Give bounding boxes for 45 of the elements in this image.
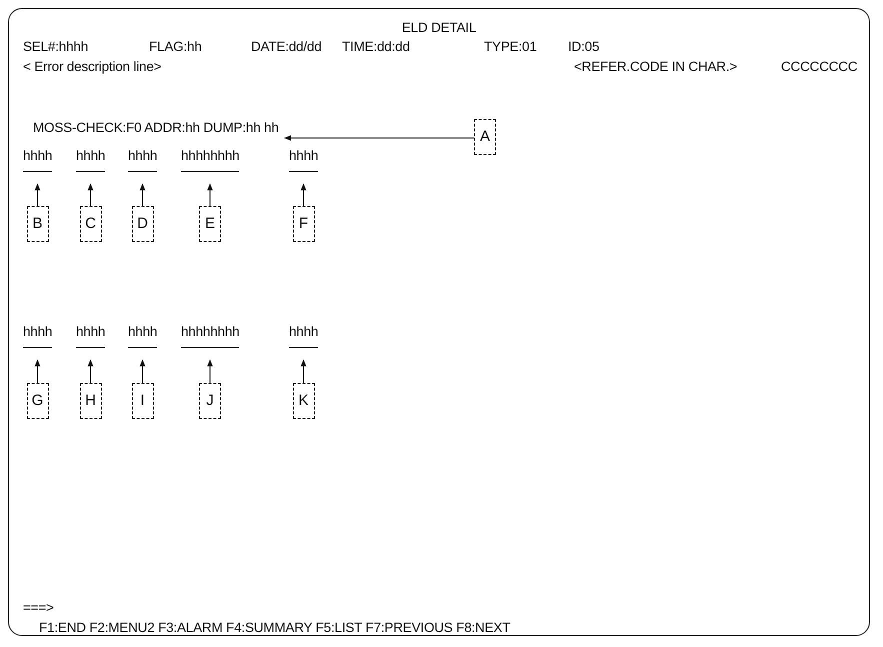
command-prompt: ===> (23, 599, 54, 617)
callout-box: K (292, 383, 314, 419)
data-field: hhhhhhhh (181, 323, 240, 348)
dump-line: MOSS-CHECK:F0 ADDR:hh DUMP:hh hh (33, 119, 279, 137)
callout-box: E (199, 206, 221, 242)
callout-box: B (26, 206, 48, 242)
callout-box: I (132, 383, 154, 419)
data-field: hhhh (128, 323, 158, 348)
arrow (140, 183, 146, 206)
arrow (207, 183, 213, 206)
callout-box: D (132, 206, 154, 242)
data-field: hhhh (23, 323, 52, 348)
status-field: ID:05 (568, 38, 600, 56)
data-field: hhhh (289, 323, 318, 348)
data-field: hhhh (128, 147, 158, 172)
status-field: SEL#:hhhh (23, 38, 88, 56)
arrow (207, 359, 213, 384)
data-field: hhhh (23, 147, 52, 172)
callout-box: H (80, 383, 102, 419)
data-field: hhhhhhhh (181, 147, 240, 172)
callout-box: F (292, 206, 314, 242)
status-field: FLAG:hh (149, 38, 202, 56)
arrow (88, 183, 94, 206)
data-field: hhhh (76, 323, 106, 348)
function-key-line: F1:END F2:MENU2 F3:ALARM F4:SUMMARY F5:LIST F7:PREVIOUS F8:NEXT (39, 619, 510, 637)
arrow (300, 183, 306, 206)
arrow (284, 135, 474, 141)
arrow (34, 183, 40, 206)
status-field: DATE:dd/dd (251, 38, 322, 56)
arrow (88, 359, 94, 384)
reference-code: CCCCCCCC (781, 58, 858, 76)
callout-box: C (80, 206, 102, 242)
callout-box: J (199, 383, 221, 419)
reference-label: <REFER.CODE IN CHAR.> (574, 58, 738, 76)
status-field: TYPE:01 (484, 38, 537, 56)
callout-box: G (26, 383, 48, 419)
arrow (300, 359, 306, 384)
data-field: hhhh (76, 147, 106, 172)
callout-box: A (474, 119, 496, 155)
description-line: < Error description line> (23, 58, 162, 76)
arrow (140, 359, 146, 384)
screen-title: ELD DETAIL (400, 19, 478, 37)
arrow (34, 359, 40, 384)
data-field: hhhh (289, 147, 318, 172)
status-field: TIME:dd:dd (342, 38, 410, 56)
